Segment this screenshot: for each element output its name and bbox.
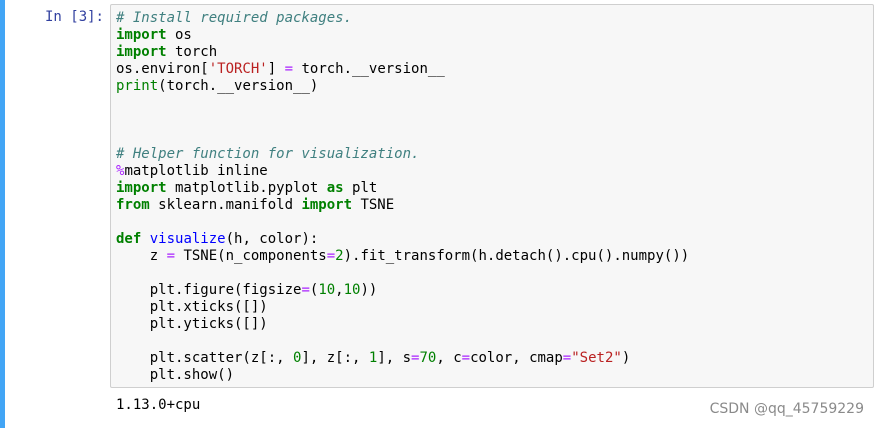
code-token: print <box>116 78 159 94</box>
code-token: TSNE(n_components <box>175 248 327 264</box>
code-token: 70 <box>419 350 437 366</box>
code-token: 0 <box>293 350 302 366</box>
code-token: def <box>116 231 142 247</box>
code-token: = <box>562 350 572 366</box>
code-token: ], z[:, <box>301 350 369 366</box>
code-token: # Helper function for visualization. <box>116 146 420 162</box>
code-token: plt.yticks([]) <box>116 316 268 332</box>
code-token: torch.__version__ <box>293 61 445 77</box>
code-token: ] <box>267 61 285 77</box>
code-line: from sklearn.manifold import TSNE <box>116 197 873 214</box>
watermark: CSDN @qq_45759229 <box>709 401 864 417</box>
code-line: import os <box>116 27 873 44</box>
code-token: , <box>335 282 344 298</box>
code-token: , c <box>436 350 462 366</box>
code-line <box>116 112 873 129</box>
cell-output-text: 1.13.0+cpu <box>116 397 201 413</box>
code-token: z <box>116 248 167 264</box>
code-token: plt.xticks([]) <box>116 299 268 315</box>
code-token: (h, color): <box>225 231 319 247</box>
code-token: 2 <box>335 248 344 264</box>
code-token: 1 <box>368 350 378 366</box>
code-token: os <box>166 27 192 43</box>
code-token: ], s <box>377 350 412 366</box>
code-token: = <box>301 282 310 298</box>
code-token: "Set2" <box>571 350 622 366</box>
code-line: print(torch.__version__) <box>116 78 873 95</box>
code-line: os.environ['TORCH'] = torch.__version__ <box>116 61 873 78</box>
code-token: % <box>116 163 125 179</box>
code-token: = <box>326 248 336 264</box>
code-token: plt <box>343 180 378 196</box>
code-token: # Install required packages. <box>116 10 353 26</box>
code-token: = <box>411 350 420 366</box>
code-line: # Helper function for visualization. <box>116 146 873 163</box>
code-line <box>116 95 873 112</box>
code-line <box>116 214 873 231</box>
code-line: def visualize(h, color): <box>116 231 873 248</box>
code-token: sklearn.manifold <box>149 197 302 213</box>
code-token: ) <box>621 350 631 366</box>
code-token: matplotlib.pyplot <box>166 180 327 196</box>
code-token: plt.scatter(z[:, <box>116 350 294 366</box>
code-line: import matplotlib.pyplot as plt <box>116 180 873 197</box>
code-token: import <box>301 197 353 213</box>
code-token: TSNE <box>352 197 395 213</box>
code-token: color, cmap <box>470 350 563 366</box>
code-token <box>141 231 149 247</box>
code-token: visualize <box>149 231 226 247</box>
code-token: = <box>166 248 176 264</box>
code-token: plt.figure(figsize <box>116 282 302 298</box>
code-token: as <box>326 180 344 196</box>
code-token: 'TORCH' <box>208 61 268 77</box>
code-token: torch <box>166 44 218 60</box>
code-line <box>116 265 873 282</box>
code-token: plt.show() <box>116 367 235 383</box>
code-token: import <box>116 180 167 196</box>
code-token: )) <box>360 282 378 298</box>
code-token: 10 <box>343 282 361 298</box>
code-token: import <box>116 27 167 43</box>
code-line: %matplotlib inline <box>116 163 873 180</box>
code-token: os.environ[ <box>116 61 209 77</box>
code-token: matplotlib inline <box>124 163 268 179</box>
code-line: z = TSNE(n_components=2).fit_transform(h… <box>116 248 873 265</box>
code-line <box>116 333 873 350</box>
code-token: import <box>116 44 167 60</box>
code-line <box>116 129 873 146</box>
code-line: plt.yticks([]) <box>116 316 873 333</box>
code-line: plt.figure(figsize=(10,10)) <box>116 282 873 299</box>
code-token: from <box>116 197 150 213</box>
code-line: plt.xticks([]) <box>116 299 873 316</box>
code-token: = <box>284 61 294 77</box>
code-line: plt.show() <box>116 367 873 384</box>
input-prompt: In [3]: <box>44 9 104 25</box>
code-token: (torch.__version__) <box>158 78 319 94</box>
cell-selection-bar <box>0 0 5 428</box>
code-token: = <box>461 350 471 366</box>
code-token: 10 <box>318 282 336 298</box>
code-line: # Install required packages. <box>116 10 873 27</box>
code-token: ).fit_transform(h.detach().cpu().numpy()… <box>343 248 690 264</box>
code-token: ( <box>309 282 319 298</box>
code-line: import torch <box>116 44 873 61</box>
code-line: plt.scatter(z[:, 0], z[:, 1], s=70, c=co… <box>116 350 873 367</box>
